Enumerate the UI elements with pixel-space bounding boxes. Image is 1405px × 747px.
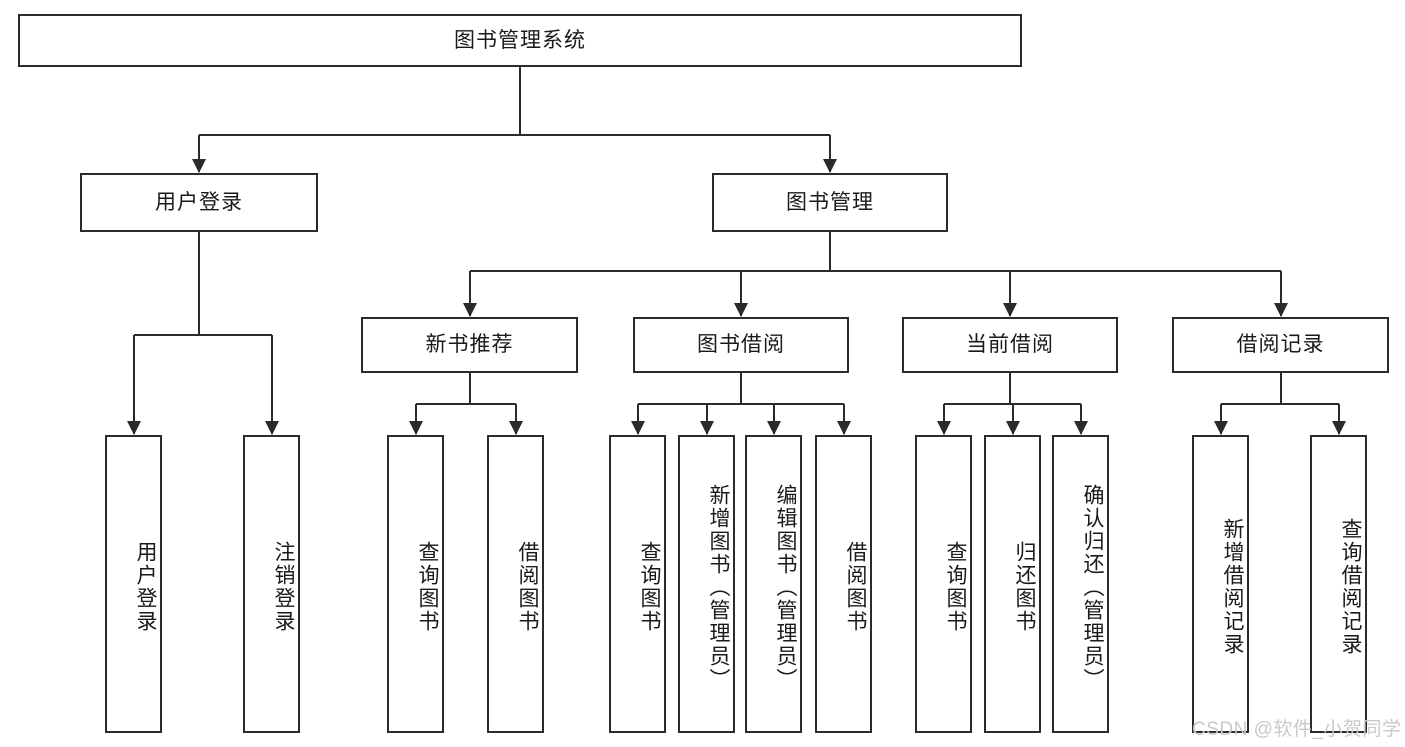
connector-arrowhead (408, 421, 423, 435)
connector-arrowhead (836, 421, 851, 435)
node-book-management[interactable]: 图书管理 (712, 173, 948, 232)
node-label: 新增图书（管理员） (707, 483, 730, 691)
connector-arrowhead (1073, 421, 1088, 435)
node-book-borrow[interactable]: 图书借阅 (633, 317, 849, 373)
connector-line (829, 135, 831, 172)
node-leaf-borrow-book-2[interactable]: 借阅图书 (815, 435, 872, 733)
connector-arrowhead (264, 421, 279, 435)
node-label: 确认归还（管理员） (1081, 483, 1104, 691)
node-label: 借阅图书 (516, 541, 539, 633)
node-label: 归还图书 (1013, 541, 1036, 633)
connector-line (514, 404, 517, 434)
node-label: 当前借阅 (966, 333, 1054, 357)
watermark-text: CSDN @软件_小贺同学 (1192, 719, 1402, 740)
node-label: 查询图书 (416, 541, 439, 633)
connector-line (740, 271, 742, 316)
connector-line (1279, 373, 1282, 404)
node-leaf-add-record[interactable]: 新增借阅记录 (1192, 435, 1249, 733)
node-leaf-confirm-return[interactable]: 确认归还（管理员） (1052, 435, 1109, 733)
connector-arrowhead (699, 421, 714, 435)
node-label: 图书借阅 (697, 333, 785, 357)
connector-line (414, 404, 417, 434)
connector-arrowhead (734, 303, 748, 317)
connector-line (740, 373, 742, 404)
node-new-book-recommend[interactable]: 新书推荐 (361, 317, 578, 373)
node-label: 查询图书 (944, 541, 967, 633)
node-leaf-return-book[interactable]: 归还图书 (984, 435, 1041, 733)
connector-line (198, 135, 200, 172)
connector-arrowhead (192, 159, 206, 173)
connector-line (1219, 404, 1222, 434)
connector-line (133, 334, 272, 336)
connector-line (132, 335, 135, 434)
connector-arrowhead (126, 421, 141, 435)
node-leaf-query-record[interactable]: 查询借阅记录 (1310, 435, 1367, 733)
connector-line (519, 67, 521, 135)
node-leaf-add-book[interactable]: 新增图书（管理员） (678, 435, 735, 733)
connector-line (637, 403, 844, 405)
connector-line (469, 270, 1281, 272)
node-leaf-query-book-3[interactable]: 查询图书 (915, 435, 972, 733)
node-label: 借阅图书 (844, 541, 867, 633)
connector-arrowhead (1331, 421, 1346, 435)
connector-line (705, 404, 708, 434)
node-leaf-query-book-1[interactable]: 查询图书 (387, 435, 444, 733)
node-label: 查询借阅记录 (1339, 518, 1362, 656)
connector-line (1220, 403, 1339, 405)
node-label: 用户登录 (134, 541, 157, 633)
node-leaf-user-login[interactable]: 用户登录 (105, 435, 162, 733)
connector-line (772, 404, 775, 434)
connector-line (270, 335, 273, 434)
connector-line (468, 271, 471, 316)
connector-line (1279, 271, 1282, 316)
connector-arrowhead (1213, 421, 1228, 435)
node-leaf-query-book-2[interactable]: 查询图书 (609, 435, 666, 733)
node-root-system[interactable]: 图书管理系统 (18, 14, 1022, 67)
connector-line (468, 373, 471, 404)
connector-arrowhead (1003, 303, 1017, 317)
connector-line (198, 232, 200, 335)
node-label: 编辑图书（管理员） (774, 483, 797, 691)
connector-arrowhead (766, 421, 781, 435)
connector-arrowhead (936, 421, 951, 435)
connector-line (829, 232, 831, 271)
node-leaf-edit-book[interactable]: 编辑图书（管理员） (745, 435, 802, 733)
connector-line (1337, 404, 1340, 434)
connector-arrowhead (1005, 421, 1020, 435)
node-label: 用户登录 (155, 190, 243, 214)
node-leaf-user-logout[interactable]: 注销登录 (243, 435, 300, 733)
connector-arrowhead (823, 159, 837, 173)
connector-line (1009, 373, 1011, 404)
node-label: 新增借阅记录 (1221, 518, 1244, 656)
node-label: 图书管理系统 (454, 28, 586, 52)
node-borrow-record[interactable]: 借阅记录 (1172, 317, 1389, 373)
connector-arrowhead (630, 421, 645, 435)
connector-line (1079, 404, 1082, 434)
connector-line (199, 134, 830, 136)
node-label: 查询图书 (638, 541, 661, 633)
node-label: 注销登录 (272, 541, 295, 633)
connector-line (1009, 271, 1011, 316)
node-user-login[interactable]: 用户登录 (80, 173, 318, 232)
node-label: 图书管理 (786, 190, 874, 214)
connector-arrowhead (1273, 303, 1288, 317)
node-label: 借阅记录 (1236, 333, 1325, 357)
node-label: 新书推荐 (425, 333, 514, 357)
node-current-borrow[interactable]: 当前借阅 (902, 317, 1118, 373)
node-leaf-borrow-book-1[interactable]: 借阅图书 (487, 435, 544, 733)
connector-arrowhead (508, 421, 523, 435)
connector-line (636, 404, 639, 434)
connector-arrowhead (462, 303, 477, 317)
connector-line (842, 404, 845, 434)
connector-line (942, 404, 945, 434)
connector-line (415, 403, 516, 405)
connector-line (1011, 404, 1014, 434)
